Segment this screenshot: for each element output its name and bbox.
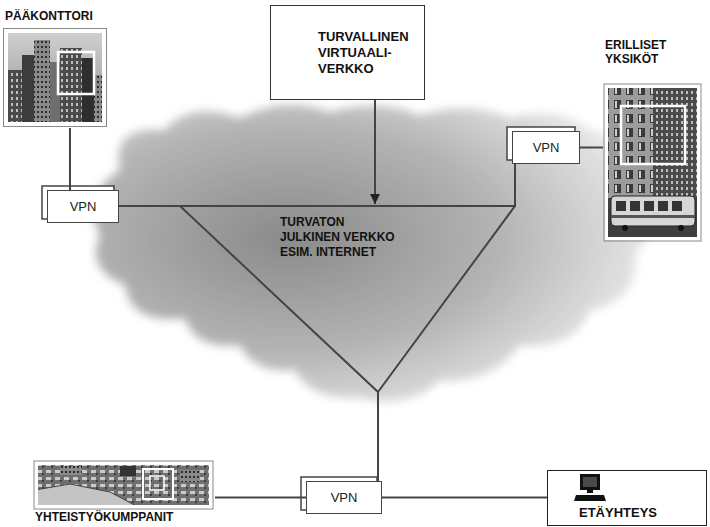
vpn-back-frame [42, 127, 575, 510]
partners-photo [180, 470, 200, 482]
vpn-label: VPN [533, 140, 560, 155]
headquarters-photo [22, 55, 34, 125]
vpn-box: VPN [512, 131, 580, 164]
arrow-link [374, 100, 376, 204]
branch-units-photo [604, 84, 701, 241]
branch-units-photo [605, 85, 700, 240]
partners-photo [34, 461, 213, 509]
remote-access-box: ETÄYHTEYS [547, 470, 707, 526]
headquarters-photo [58, 52, 94, 94]
network-link [378, 164, 515, 481]
partners-photo [35, 462, 212, 508]
site-photo-box: ERILLISET YKSIKÖT [603, 38, 705, 242]
branch-units-photo [611, 215, 695, 218]
headquarters-photo [4, 29, 107, 127]
partners-photo [35, 484, 140, 508]
branch-units-photo [605, 85, 700, 240]
headquarters-photo [5, 30, 105, 125]
network-link [69, 128, 71, 190]
vpn-label: VPN [331, 490, 358, 505]
headquarters-photo [60, 48, 82, 125]
site-photo-box: YHTEISTYÖKUMPPANIT [33, 460, 215, 525]
remote-label: ETÄYHTEYS [579, 505, 706, 520]
branch-units-photo [672, 201, 682, 211]
partners-photo [35, 462, 212, 508]
headquarters-photo [82, 58, 94, 125]
site-photo-box: PÄÄKONTTORI [3, 9, 109, 128]
vpn-label: VPN [70, 199, 97, 214]
partners-photo [120, 466, 136, 476]
computer-icon [574, 495, 606, 501]
site-label: PÄÄKONTTORI [3, 9, 109, 23]
network-link [119, 164, 515, 206]
branch-units-photo [621, 106, 685, 164]
network-link [382, 497, 547, 499]
branch-units-photo [630, 201, 640, 211]
partners-photo [60, 466, 82, 475]
partners-photo [34, 461, 213, 509]
vpn-box: VPN [306, 481, 382, 514]
branch-units-photo [604, 84, 701, 241]
headquarters-photo [5, 30, 105, 125]
partners-photo [143, 469, 173, 499]
branch-units-photo [678, 225, 684, 231]
branch-units-photo [653, 85, 700, 205]
note-text: TURVALLINEN VIRTUAALI- VERKKO [318, 29, 418, 77]
computer-icon [587, 490, 593, 493]
computer-icon [580, 474, 600, 490]
public-network-cloud [93, 105, 651, 402]
headquarters-photo [7, 32, 104, 124]
public-network-cloud [93, 105, 651, 402]
branch-units-photo [605, 85, 653, 205]
network-link [215, 497, 306, 499]
site-label: ERILLISET YKSIKÖT [603, 38, 705, 66]
branch-units-photo [644, 201, 654, 211]
headquarters-photo [4, 29, 107, 127]
computer-icon [574, 474, 606, 501]
branch-units-photo [622, 225, 628, 231]
partners-photo [37, 464, 211, 507]
branch-units-photo [616, 201, 626, 211]
branch-units-photo [611, 196, 695, 226]
computer-icon [583, 477, 597, 487]
note-box: TURVALLINEN VIRTUAALI- VERKKO [270, 5, 425, 100]
branch-units-photo [607, 87, 699, 239]
headquarters-photo [34, 40, 50, 125]
site-label: YHTEISTYÖKUMPPANIT [33, 510, 215, 524]
partners-photo [150, 476, 164, 490]
cloud-label: TURVATON JULKINEN VERKKO ESIM. INTERNET [280, 215, 402, 260]
vpn-box: VPN [47, 190, 119, 223]
branch-units-photo [658, 201, 668, 211]
headquarters-photo [8, 70, 22, 125]
partners-photo [35, 484, 140, 508]
network-link [580, 147, 603, 149]
